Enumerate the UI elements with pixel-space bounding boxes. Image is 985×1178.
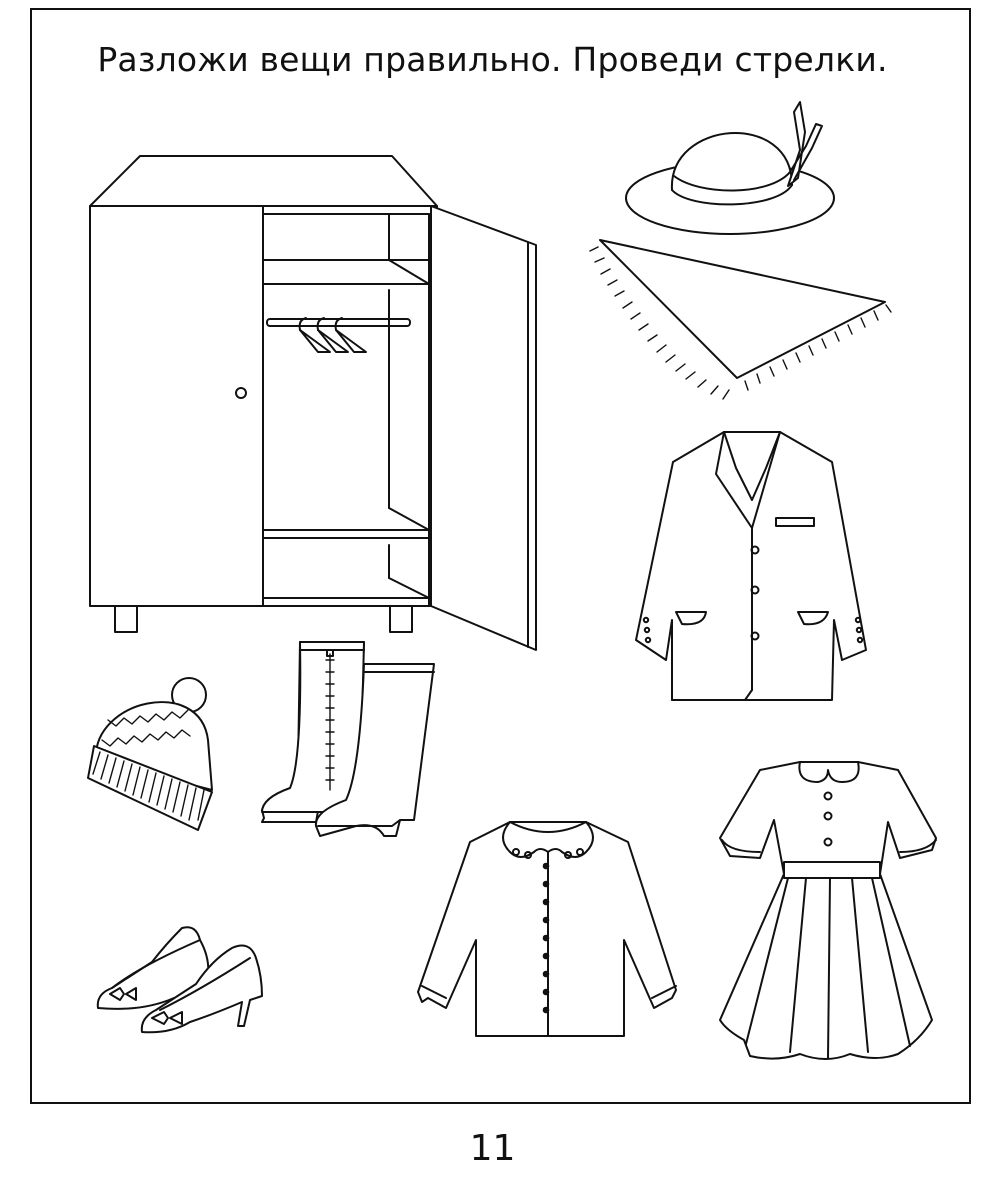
knit-hat-icon[interactable] [87,677,213,831]
wardrobe-icon[interactable] [89,155,537,651]
jacket-icon[interactable] [635,431,867,701]
worksheet-frame [30,8,971,1104]
hat-icon[interactable] [625,101,835,235]
shawl-icon[interactable] [589,239,892,400]
instruction-title: Разложи вещи правильно. Проведи стрелки. [97,40,888,79]
dress-icon[interactable] [719,761,937,1060]
boots-icon[interactable] [261,641,435,837]
blouse-icon[interactable] [417,821,677,1037]
page-number: 11 [469,1128,516,1169]
shoes-icon[interactable] [96,926,263,1034]
